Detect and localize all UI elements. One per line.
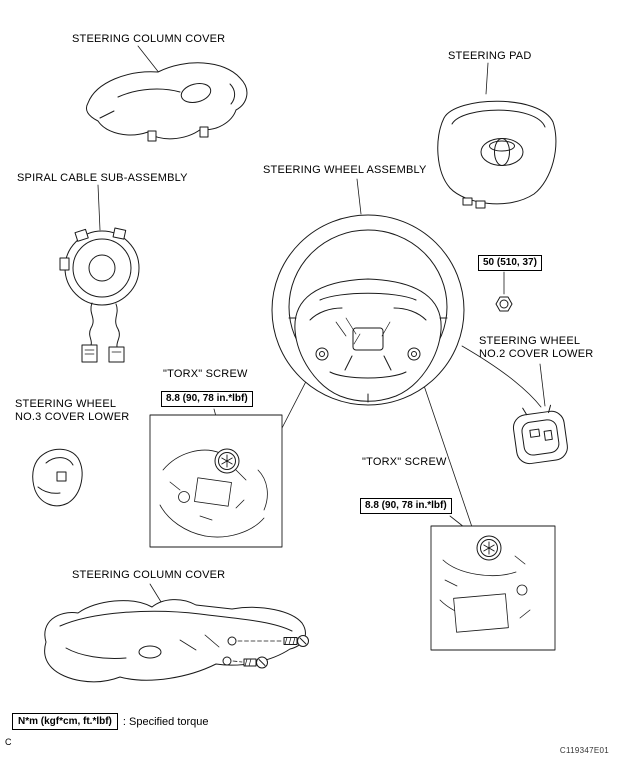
column-cover-screws-drawing bbox=[232, 635, 309, 669]
no3-cover-lower-drawing bbox=[32, 448, 83, 507]
label-steering-wheel-no2-cover-lower: STEERING WHEEL NO.2 COVER LOWER bbox=[479, 335, 594, 360]
torx-screw-icon bbox=[221, 454, 233, 468]
leader-lines bbox=[97, 45, 546, 611]
steering-wheel-nut-drawing bbox=[495, 296, 513, 312]
torx-screw-icon bbox=[483, 541, 495, 555]
steering-pad-drawing bbox=[437, 100, 557, 209]
label-torx-screw-left: "TORX" SCREW bbox=[163, 368, 248, 380]
steering-column-cover-top-drawing bbox=[85, 62, 248, 142]
steering-column-cover-bottom-drawing bbox=[44, 599, 306, 683]
spiral-cable-drawing bbox=[59, 227, 140, 363]
torque-spec-torx-screw-right: 8.8 (90, 78 in.*lbf) bbox=[360, 498, 452, 514]
torque-spec-steering-wheel-nut: 50 (510, 37) bbox=[478, 255, 542, 271]
no2-cover-lower-drawing bbox=[512, 404, 568, 465]
label-spiral-cable-sub-assembly: SPIRAL CABLE SUB-ASSEMBLY bbox=[17, 172, 188, 184]
steering-wheel-drawing bbox=[271, 214, 465, 406]
label-steering-column-cover-bottom: STEERING COLUMN COVER bbox=[72, 569, 226, 581]
torque-unit-box: N*m (kgf*cm, ft.*lbf) bbox=[12, 713, 118, 730]
torx-screw-right-detail bbox=[430, 525, 556, 651]
torque-spec-torx-screw-left: 8.8 (90, 78 in.*lbf) bbox=[161, 391, 253, 407]
torque-legend: N*m (kgf*cm, ft.*lbf) : Specified torque bbox=[12, 713, 209, 730]
torque-legend-text: : Specified torque bbox=[122, 715, 209, 728]
torx-screw-left-detail bbox=[149, 414, 283, 548]
label-torx-screw-right: "TORX" SCREW bbox=[362, 456, 447, 468]
label-steering-wheel-no3-cover-lower: STEERING WHEEL NO.3 COVER LOWER bbox=[15, 398, 130, 423]
figure-code: C119347E01 bbox=[559, 746, 609, 755]
page-marker: C bbox=[5, 737, 12, 747]
label-steering-pad: STEERING PAD bbox=[448, 50, 532, 62]
label-steering-wheel-assembly: STEERING WHEEL ASSEMBLY bbox=[263, 164, 427, 176]
label-steering-column-cover-top: STEERING COLUMN COVER bbox=[72, 33, 226, 45]
